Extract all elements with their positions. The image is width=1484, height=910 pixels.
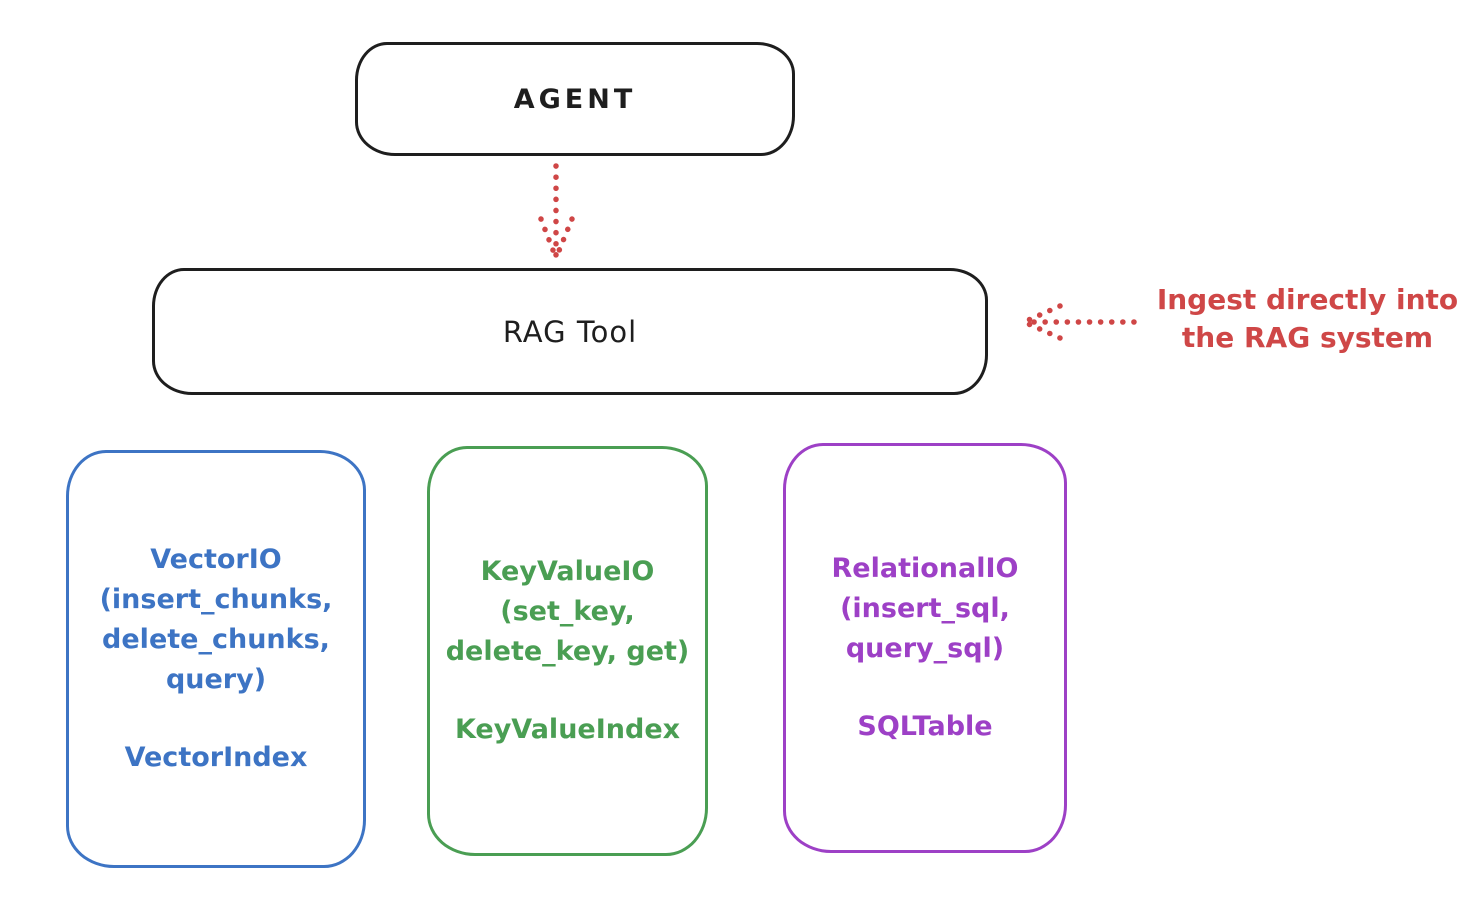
arrow-annotation-to-rag-icon xyxy=(1021,303,1137,341)
key-value-io-line: (set_key, xyxy=(500,596,635,627)
sql-table-label: SQLTable xyxy=(857,711,993,742)
key-value-io-node: KeyValueIO (set_key, delete_key, get) Ke… xyxy=(427,446,708,856)
relational-io-node: RelationalIO (insert_sql, query_sql) SQL… xyxy=(783,443,1067,853)
relational-io-line: RelationalIO xyxy=(831,553,1019,584)
vector-io-line: VectorIO xyxy=(150,544,282,575)
agent-node-label: AGENT xyxy=(513,83,637,115)
key-value-index-label: KeyValueIndex xyxy=(454,714,681,745)
rag-tool-node-label: RAG Tool xyxy=(502,314,638,349)
ingest-annotation-line1: Ingest directly into xyxy=(1156,283,1459,316)
ingest-annotation: Ingest directly into the RAG system xyxy=(1135,281,1480,357)
ingest-annotation-line2: the RAG system xyxy=(1181,321,1434,354)
vector-io-line: query) xyxy=(165,664,267,695)
rag-tool-node: RAG Tool xyxy=(152,268,988,395)
vector-io-line: delete_chunks, xyxy=(102,624,330,655)
relational-io-line: (insert_sql, xyxy=(840,593,1010,624)
key-value-io-line: KeyValueIO xyxy=(480,556,655,587)
relational-io-line: query_sql) xyxy=(845,633,1005,664)
vector-index-label: VectorIndex xyxy=(124,742,308,773)
vector-io-node: VectorIO (insert_chunks, delete_chunks, … xyxy=(66,450,366,868)
arrow-agent-to-rag-icon xyxy=(538,163,575,261)
relational-io-methods: RelationalIO (insert_sql, query_sql) xyxy=(832,549,1019,669)
vector-io-methods: VectorIO (insert_chunks, delete_chunks, … xyxy=(100,540,333,700)
agent-node: AGENT xyxy=(355,42,795,156)
key-value-io-methods: KeyValueIO (set_key, delete_key, get) xyxy=(446,552,690,672)
key-value-io-line: delete_key, get) xyxy=(445,636,690,667)
vector-io-line: (insert_chunks, xyxy=(99,584,333,615)
